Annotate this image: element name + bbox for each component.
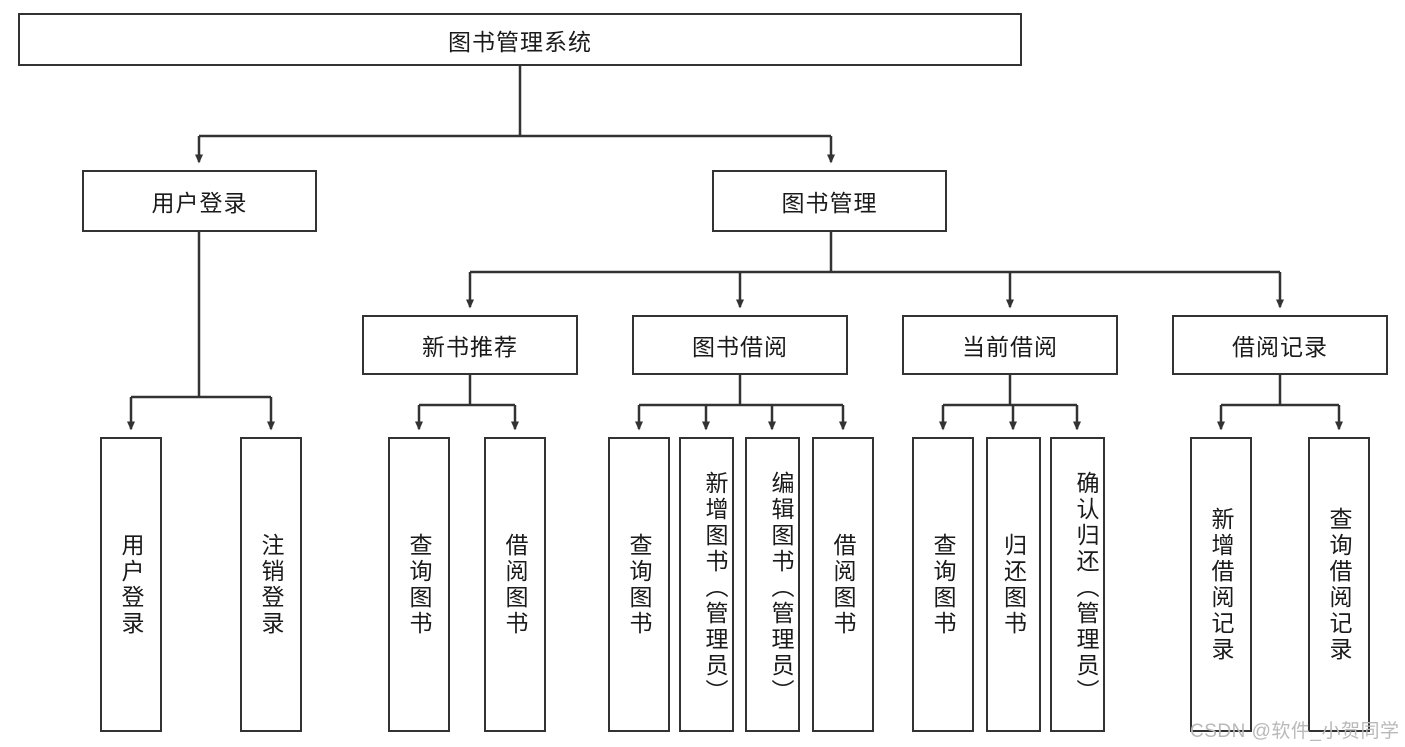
connector-current-borrow-to-leaves — [939, 375, 1081, 431]
node-label: 确认归还（管理员） — [1073, 470, 1099, 705]
node-label: 图书借阅 — [692, 334, 788, 360]
node-label: 注销登录 — [258, 532, 284, 637]
node-label: 查询图书 — [930, 532, 956, 637]
node-leaf-query-borrow-record[interactable]: 查询借阅记录 — [1308, 437, 1370, 732]
node-leaf-query-book-borrow[interactable]: 查询图书 — [608, 437, 670, 732]
node-label: 图书管理系统 — [448, 28, 592, 55]
connector-borrow-records-to-leaves — [1217, 375, 1343, 431]
node-leaf-borrow-book[interactable]: 借阅图书 — [812, 437, 874, 732]
node-label: 图书管理 — [781, 190, 878, 216]
node-label: 新增借阅记录 — [1208, 506, 1234, 663]
node-book-management[interactable]: 图书管理 — [712, 170, 947, 232]
node-leaf-borrow-book-recommend[interactable]: 借阅图书 — [484, 437, 546, 732]
node-leaf-user-login[interactable]: 用户登录 — [100, 437, 162, 732]
node-book-management-system[interactable]: 图书管理系统 — [18, 13, 1022, 66]
node-label: 借阅图书 — [502, 532, 528, 637]
node-new-book-recommend[interactable]: 新书推荐 — [362, 315, 578, 375]
connector-new-book-recommend-to-leaves — [415, 375, 519, 431]
node-leaf-edit-book-admin[interactable]: 编辑图书（管理员） — [745, 437, 800, 732]
node-leaf-return-book[interactable]: 归还图书 — [986, 437, 1041, 732]
node-label: 查询借阅记录 — [1326, 506, 1352, 663]
node-leaf-confirm-return-admin[interactable]: 确认归还（管理员） — [1050, 437, 1105, 732]
connector-root-to-level2 — [195, 66, 835, 164]
csdn-watermark: CSDN @软件_小贺同学 — [1190, 721, 1400, 742]
node-label: 归还图书 — [1000, 532, 1027, 637]
node-leaf-query-book-current[interactable]: 查询图书 — [912, 437, 974, 732]
node-label: 借阅记录 — [1232, 334, 1328, 360]
node-leaf-logout-login[interactable]: 注销登录 — [240, 437, 302, 732]
node-book-borrow[interactable]: 图书借阅 — [632, 315, 848, 375]
node-user-login[interactable]: 用户登录 — [82, 170, 317, 232]
node-label: 编辑图书（管理员） — [768, 470, 794, 705]
node-leaf-add-book-admin[interactable]: 新增图书（管理员） — [679, 437, 734, 732]
node-leaf-add-borrow-record[interactable]: 新增借阅记录 — [1190, 437, 1252, 732]
node-leaf-query-book-recommend[interactable]: 查询图书 — [388, 437, 450, 732]
node-label: 当前借阅 — [962, 334, 1058, 360]
connector-book-management-to-level3 — [466, 232, 1284, 309]
connector-book-borrow-to-leaves — [635, 375, 847, 431]
node-label: 查询图书 — [406, 532, 432, 637]
node-label: 借阅图书 — [830, 532, 856, 637]
node-label: 查询图书 — [626, 532, 652, 637]
node-current-borrow[interactable]: 当前借阅 — [902, 315, 1118, 375]
node-borrow-records[interactable]: 借阅记录 — [1172, 315, 1388, 375]
node-label: 新增图书（管理员） — [702, 470, 728, 705]
node-label: 新书推荐 — [422, 334, 518, 360]
node-label: 用户登录 — [151, 190, 248, 216]
node-label: 用户登录 — [118, 532, 144, 637]
connector-user-login-to-leaves — [127, 232, 275, 431]
